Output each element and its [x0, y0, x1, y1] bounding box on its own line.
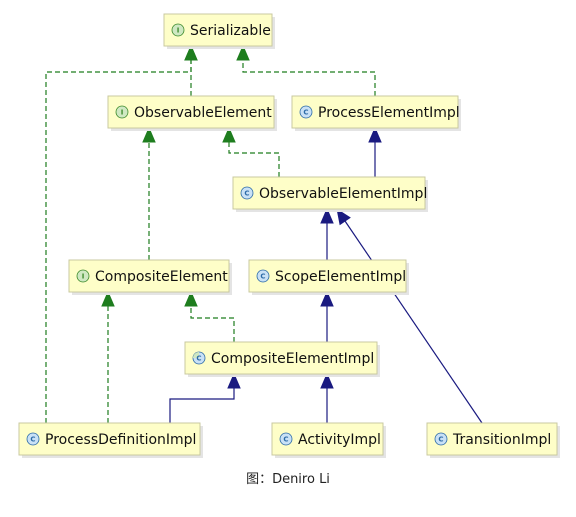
edges-layer	[45, 44, 483, 424]
class-icon: C	[26, 432, 40, 446]
node-composite-element-impl[interactable]: C CompositeElementImpl	[184, 341, 380, 377]
node-scope-element-impl[interactable]: C ScopeElementImpl	[248, 259, 409, 295]
edge-process-definition-impl-to-composite-element-impl	[169, 372, 241, 423]
node-box	[426, 422, 558, 456]
node-composite-element[interactable]: I CompositeElement	[68, 259, 232, 295]
class-icon: C	[299, 105, 313, 119]
class-icon: C	[240, 186, 254, 200]
svg-text:I: I	[82, 273, 85, 281]
arrowhead	[336, 208, 351, 226]
edge-composite-element-impl-to-composite-element	[184, 290, 235, 342]
node-label: ProcessElementImpl	[318, 105, 460, 121]
node-box	[248, 259, 407, 293]
node-label: ActivityImpl	[298, 432, 381, 448]
svg-text:C: C	[438, 436, 443, 444]
node-box	[18, 422, 201, 456]
svg-text:C: C	[260, 273, 265, 281]
node-label: TransitionImpl	[452, 432, 551, 448]
interface-icon: I	[76, 269, 90, 283]
arrowhead	[236, 44, 250, 61]
arrowhead	[320, 290, 334, 307]
node-label: ObservableElementImpl	[259, 186, 427, 202]
class-icon: C	[434, 432, 448, 446]
node-serializable[interactable]: I Serializable	[163, 13, 275, 49]
node-box	[232, 176, 426, 210]
edge-composite-element-impl-to-scope-element-impl	[320, 290, 334, 342]
class-icon: C	[256, 269, 270, 283]
edge-transition-impl-to-observable-element-impl	[336, 208, 483, 424]
edge-process-definition-impl-to-serializable	[45, 44, 198, 423]
arrowhead	[184, 44, 198, 61]
node-box	[291, 95, 459, 129]
arrowhead	[222, 126, 236, 143]
node-label: ScopeElementImpl	[275, 269, 406, 285]
node-label: CompositeElement	[95, 269, 228, 285]
node-transition-impl[interactable]: C TransitionImpl	[426, 422, 560, 458]
node-label: Serializable	[190, 23, 271, 39]
svg-text:I: I	[121, 109, 124, 117]
arrowhead	[184, 290, 198, 307]
node-box	[68, 259, 230, 293]
arrowhead	[227, 372, 241, 389]
abstract-class-icon: C	[192, 351, 206, 365]
arrowhead	[368, 126, 382, 143]
svg-text:C: C	[244, 190, 249, 198]
edge-observable-element-impl-to-observable-element	[222, 126, 280, 177]
node-label: ProcessDefinitionImpl	[45, 432, 196, 448]
svg-text:C: C	[283, 436, 288, 444]
edge-scope-element-impl-to-observable-element-impl	[320, 207, 334, 260]
node-observable-element-impl[interactable]: C ObservableElementImpl	[232, 176, 428, 212]
svg-text:C: C	[30, 436, 35, 444]
class-icon: C	[279, 432, 293, 446]
node-box	[184, 341, 378, 375]
node-label: CompositeElementImpl	[211, 351, 374, 367]
node-process-definition-impl[interactable]: C ProcessDefinitionImpl	[18, 422, 203, 458]
arrowhead	[320, 207, 334, 224]
node-activity-impl[interactable]: C ActivityImpl	[271, 422, 386, 458]
svg-text:C: C	[196, 355, 201, 363]
svg-text:C: C	[303, 109, 308, 117]
node-process-element-impl[interactable]: C ProcessElementImpl	[291, 95, 461, 131]
arrowhead	[142, 126, 156, 143]
svg-text:I: I	[177, 27, 180, 35]
interface-icon: I	[115, 105, 129, 119]
node-label: ObservableElement	[134, 105, 272, 121]
diagram-caption: 图：Deniro Li	[246, 472, 330, 487]
arrowhead	[320, 372, 334, 389]
interface-icon: I	[171, 23, 185, 37]
edge-process-element-impl-to-serializable	[236, 44, 376, 96]
edge-activity-impl-to-composite-element-impl	[320, 372, 334, 423]
node-observable-element[interactable]: I ObservableElement	[107, 95, 277, 131]
edge-observable-element-impl-to-process-element-impl	[368, 126, 382, 177]
edge-composite-element-to-observable-element	[142, 126, 156, 260]
node-box	[107, 95, 275, 129]
arrowhead	[101, 290, 115, 307]
edge-process-definition-impl-to-composite-element	[101, 290, 115, 423]
